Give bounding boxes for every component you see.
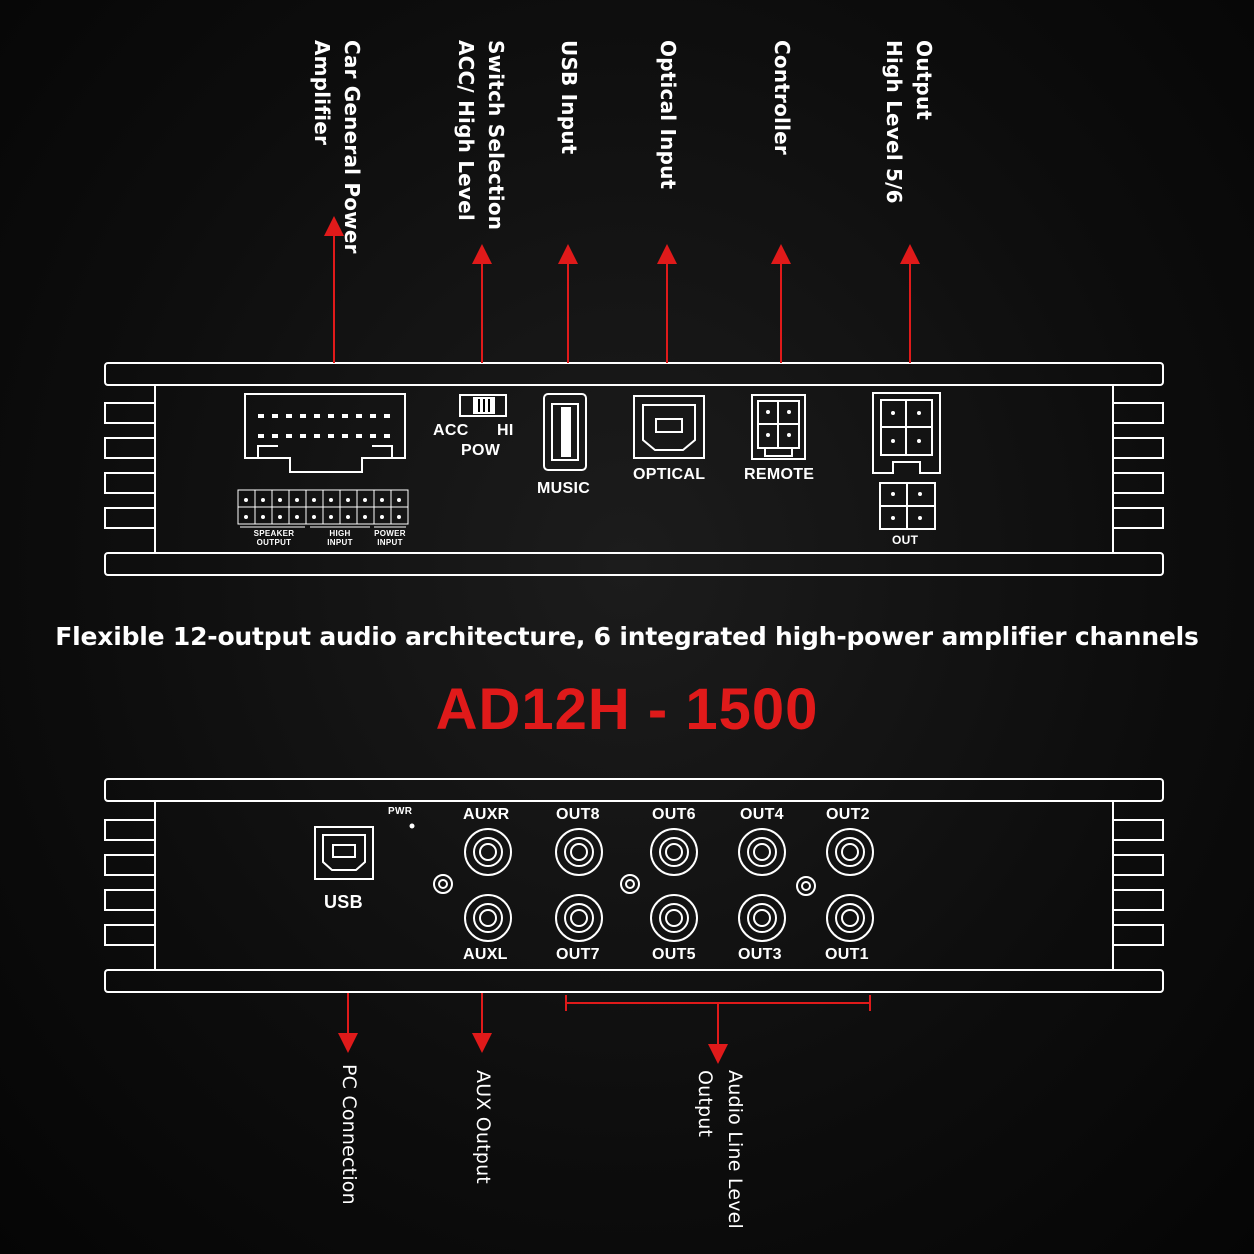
mounting-screws [433, 874, 816, 896]
jack-label-out3: OUT3 [738, 946, 782, 963]
high-input-label: HIGH INPUT [327, 529, 353, 547]
jack-label-out8: OUT8 [556, 806, 600, 823]
jack-label-out5: OUT5 [652, 946, 696, 963]
remote-label: REMOTE [744, 466, 815, 483]
jack-label-out2: OUT2 [826, 806, 870, 823]
callout-usb-input: USB Input [557, 40, 581, 155]
switch-label-pow: POW [461, 442, 501, 459]
remote-connector [751, 394, 806, 460]
top-callout-arrows [324, 216, 920, 363]
remote-pins [766, 410, 791, 437]
optical-label: OPTICAL [633, 466, 706, 483]
optical-port [633, 395, 705, 459]
callout-power-amplifier: Car General Power Amplifier [310, 40, 364, 254]
out-connector-pins [891, 411, 922, 520]
usb-a-port [543, 393, 587, 471]
jack-label-out6: OUT6 [652, 806, 696, 823]
model-name: AD12H - 1500 [435, 677, 819, 742]
bottom-device-panel [104, 778, 1164, 993]
rca-jacks [464, 828, 874, 942]
pwr-led [409, 823, 415, 829]
top-device-panel [104, 362, 1164, 576]
switch-slider-grooves [478, 399, 490, 412]
jack-label-auxr: AUXR [463, 806, 510, 823]
callout-line-level-output: Audio Line Level Output [694, 1070, 746, 1230]
pin-legend-glyphs [244, 498, 401, 519]
jack-label-out7: OUT7 [556, 946, 600, 963]
pin-legend-grid [237, 489, 409, 528]
jack-label-out1: OUT1 [825, 946, 869, 963]
callout-optical-input: Optical Input [656, 40, 680, 190]
usb-b-port [314, 826, 374, 880]
power-connector-pins [258, 414, 390, 438]
jack-label-auxl: AUXL [463, 946, 508, 963]
callout-pc-connection: PC Connection [338, 1064, 360, 1205]
pwr-label: PWR [388, 806, 413, 817]
callout-controller: Controller [770, 40, 794, 155]
out-label: OUT [892, 533, 919, 547]
usb-label: USB [324, 892, 363, 912]
callout-high-level-output: Output High Level 5/6 [882, 40, 936, 204]
music-label: MUSIC [537, 480, 591, 497]
power-harness-connector [244, 393, 406, 473]
high-level-out-connector [872, 392, 941, 530]
switch-label-acc: ACC [433, 422, 469, 439]
callout-aux-output: AUX Output [472, 1070, 494, 1184]
subtitle: Flexible 12-output audio architecture, 6… [55, 622, 1199, 651]
switch-label-hi: HI [497, 422, 514, 439]
power-input-label: POWER INPUT [374, 529, 406, 547]
callout-switch-selection: Switch Selection ACC/ High Level [454, 40, 508, 231]
bottom-callout-arrows [338, 993, 871, 1064]
speaker-output-label: SPEAKER OUTPUT [253, 529, 295, 547]
jack-label-out4: OUT4 [740, 806, 784, 823]
